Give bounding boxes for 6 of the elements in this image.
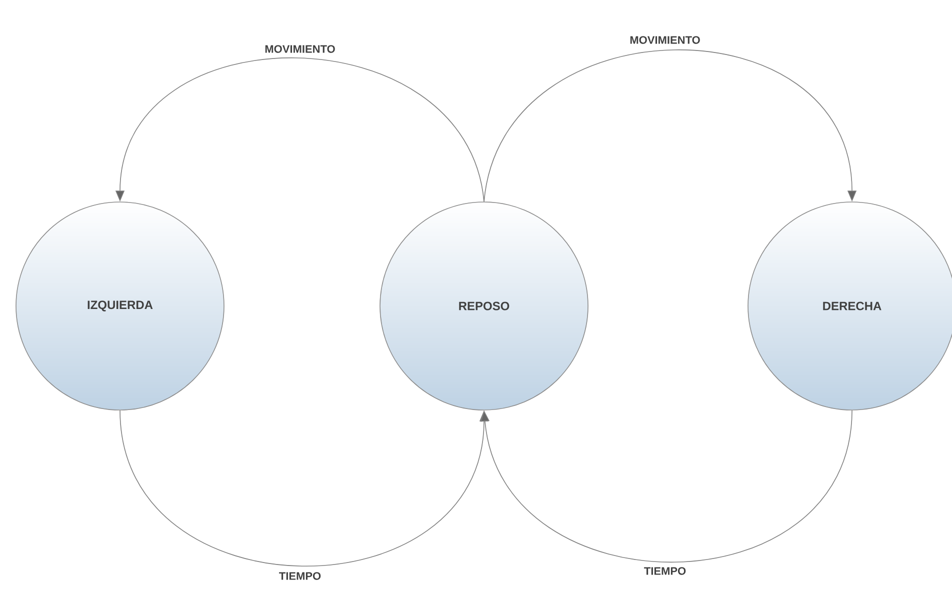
edge-label: MOVIMIENTO (264, 44, 336, 54)
edge-label: TIEMPO (642, 566, 688, 576)
edge-label: TIEMPO (278, 571, 322, 581)
edge-label: MOVIMIENTO (628, 35, 702, 45)
arrow (480, 410, 852, 563)
arrow (484, 49, 857, 202)
